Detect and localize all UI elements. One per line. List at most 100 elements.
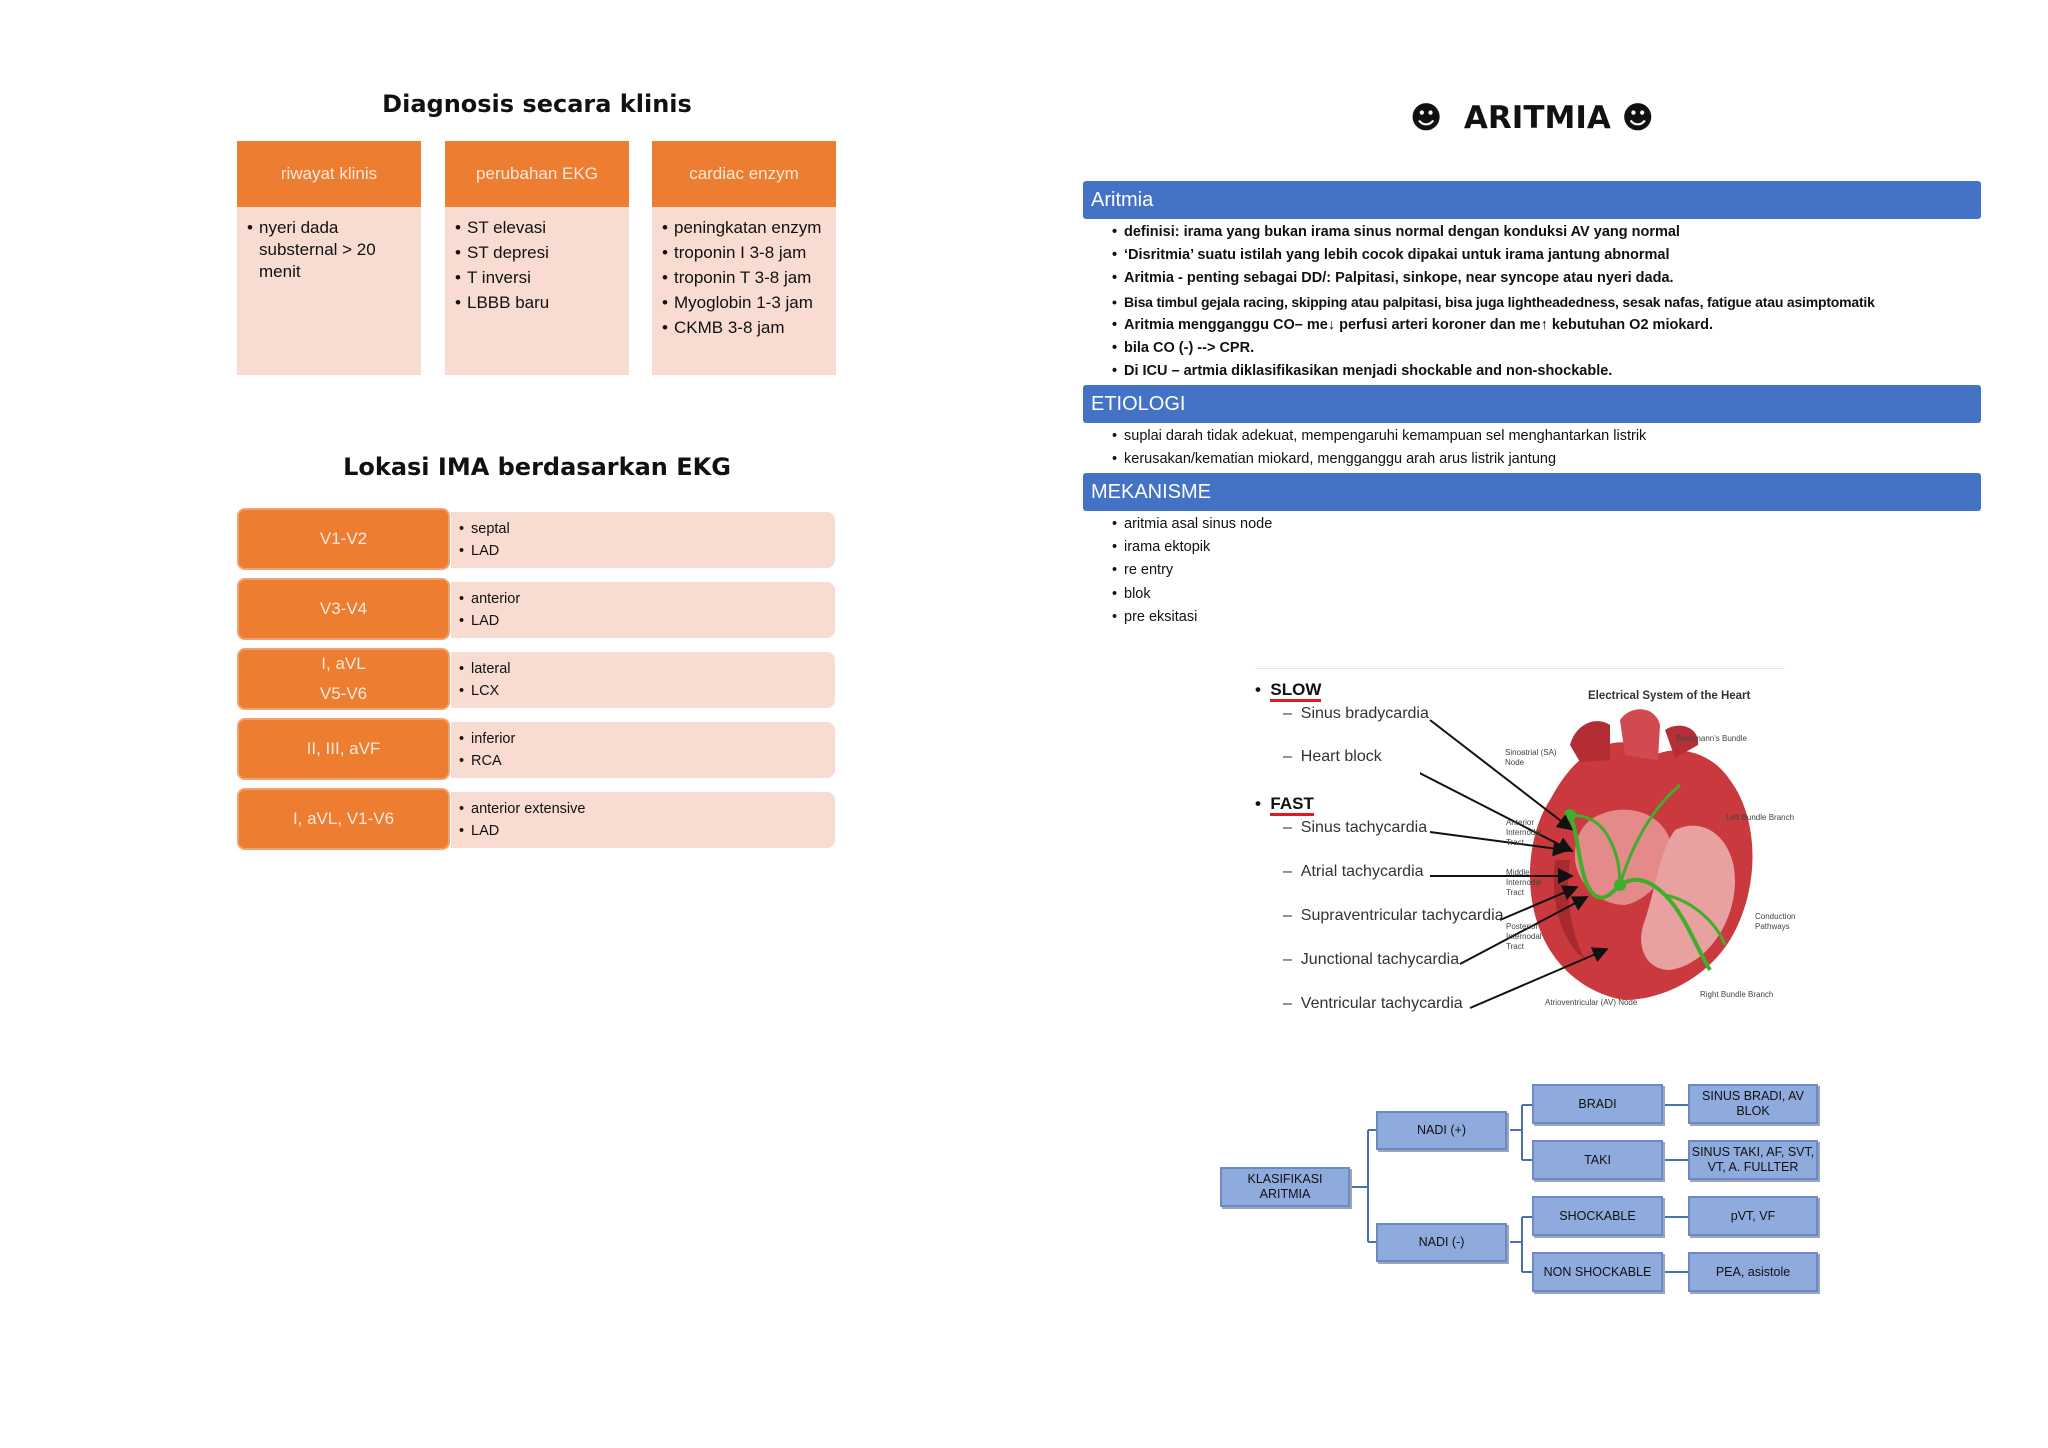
list-item: Aritmia - penting sebagai DD/: Palpitasi… — [1112, 267, 1875, 290]
lokasi-detail: anterior LAD — [451, 582, 835, 638]
fast-item-text: Atrial tachycardia — [1300, 863, 1424, 880]
mekanisme-list: aritmia asal sinus node irama ektopik re… — [1112, 513, 1272, 629]
fast-item: – Ventricular tachycardia — [1283, 995, 1463, 1012]
list-item: pre eksitasi — [1112, 606, 1272, 629]
lokasi-lead-label: V3-V4 — [319, 599, 368, 618]
lokasi-lead-label: V1-V2 — [319, 529, 368, 548]
section-bar-aritmia: Aritmia — [1083, 181, 1981, 219]
aritmia-list: definisi: irama yang bukan irama sinus n… — [1112, 221, 1875, 383]
label-anterior-tract: Anterior Internodal Tract — [1506, 818, 1542, 847]
slow-item: – Sinus bradycardia — [1283, 705, 1429, 722]
list-item: aritmia asal sinus node — [1112, 513, 1272, 536]
lokasi-item: anterior — [459, 588, 827, 610]
lokasi-item: LAD — [459, 540, 827, 562]
bradi-box: BRADI — [1532, 1084, 1663, 1124]
diagnosis-item: Myoglobin 1-3 jam — [662, 292, 826, 314]
diagnosis-column-riwayat: riwayat klinis nyeri dada substernal > 2… — [237, 141, 421, 375]
diagnosis-column-header: perubahan EKG — [445, 141, 629, 207]
fast-text: FAST — [1270, 794, 1314, 816]
label-sa-node: Sinoatrial (SA) Node — [1505, 748, 1557, 767]
lokasi-row: I, aVL, V1-V6 anterior extensive LAD — [237, 788, 835, 850]
diagnosis-column-ekg: perubahan EKG ST elevasi ST depresi T in… — [445, 141, 629, 375]
slow-text: SLOW — [1270, 680, 1322, 702]
lokasi-row: I, aVL V5-V6 lateral LCX — [237, 648, 835, 710]
diagnosis-column-body: peningkatan enzym troponin I 3-8 jam tro… — [652, 207, 836, 375]
heart-figure-title: Electrical System of the Heart — [1588, 690, 1751, 702]
diagnosis-item: troponin I 3-8 jam — [662, 242, 826, 264]
label-middle-tract: Middle Internodal Tract — [1506, 868, 1542, 897]
fast-item: – Sinus tachycardia — [1283, 819, 1428, 836]
diagnosis-item: LBBB baru — [455, 292, 619, 314]
lokasi-row: V3-V4 anterior LAD — [237, 578, 835, 640]
label-bachmann: Bachmann's Bundle — [1676, 734, 1747, 743]
lokasi-item: LAD — [459, 610, 827, 632]
slow-item-text: Sinus bradycardia — [1300, 705, 1429, 722]
diagnosis-item: nyeri dada substernal > 20 menit — [247, 217, 411, 283]
etiologi-list: suplai darah tidak adekuat, mempengaruhi… — [1112, 425, 1646, 471]
lokasi-detail: lateral LCX — [451, 652, 835, 708]
lokasi-item: inferior — [459, 728, 827, 750]
list-item: irama ektopik — [1112, 536, 1272, 559]
list-item: kerusakan/kematian miokard, mengganggu a… — [1112, 448, 1646, 471]
diagnosis-item: CKMB 3-8 jam — [662, 317, 826, 339]
label-av-node: Atrioventricular (AV) Node — [1545, 998, 1638, 1007]
aritmia-title: ☻ ARITMIA ☻ — [1410, 100, 1654, 136]
non-shockable-result: PEA, asistole — [1688, 1252, 1818, 1292]
diagnosis-item: T inversi — [455, 267, 619, 289]
section-bar-etiologi: ETIOLOGI — [1083, 385, 1981, 423]
slow-item-text: Heart block — [1300, 748, 1382, 765]
diagnosis-item: ST depresi — [455, 242, 619, 264]
diagnosis-column-enzym: cardiac enzym peningkatan enzym troponin… — [652, 141, 836, 375]
list-item: Bisa timbul gejala racing, skipping atau… — [1112, 291, 1875, 314]
label-conduction: Conduction Pathways — [1755, 912, 1796, 931]
diagnosis-item: ST elevasi — [455, 217, 619, 239]
heart-figure-divider — [1255, 668, 1785, 669]
taki-box: TAKI — [1532, 1140, 1663, 1180]
lokasi-leads: V1-V2 — [237, 508, 450, 570]
list-item: bila CO (-) --> CPR. — [1112, 337, 1875, 360]
lokasi-leads: V3-V4 — [237, 578, 450, 640]
nadi-positive: NADI (+) — [1376, 1111, 1507, 1150]
label-posterior-tract: Posterior Internodal Tract — [1506, 922, 1542, 951]
diagnosis-item: troponin T 3-8 jam — [662, 267, 826, 289]
heart-illustration — [1529, 709, 1753, 1000]
conduction-pathway — [1664, 893, 1727, 946]
fast-label: • FAST — [1255, 794, 1314, 816]
label-left-bundle: Left Bundle Branch — [1726, 813, 1795, 822]
section-bar-mekanisme: MEKANISME — [1083, 473, 1981, 511]
list-item: ‘Disritmia’ suatu istilah yang lebih coc… — [1112, 244, 1875, 267]
lokasi-item: septal — [459, 518, 827, 540]
lokasi-lead-label: I, aVL — [321, 654, 366, 673]
list-item: Di ICU – artmia diklasifikasikan menjadi… — [1112, 360, 1875, 383]
list-item: blok — [1112, 583, 1272, 606]
diagnosis-title: Diagnosis secara klinis — [382, 90, 692, 118]
diagnosis-column-header: riwayat klinis — [237, 141, 421, 207]
heart-arrows — [1420, 719, 1609, 1009]
lokasi-item: RCA — [459, 750, 827, 772]
list-item: Aritmia mengganggu CO– me↓ perfusi arter… — [1112, 314, 1875, 337]
conduction-pathway — [1618, 783, 1681, 886]
shockable-box: SHOCKABLE — [1532, 1196, 1663, 1236]
lokasi-item: lateral — [459, 658, 827, 680]
nadi-negative: NADI (-) — [1376, 1223, 1507, 1262]
diagnosis-item: peningkatan enzym — [662, 217, 826, 239]
shockable-result: pVT, VF — [1688, 1196, 1818, 1236]
lokasi-detail: inferior RCA — [451, 722, 835, 778]
fast-item-text: Supraventricular tachycardia — [1300, 907, 1504, 924]
lokasi-lead-label: II, III, aVF — [306, 739, 381, 758]
list-item: suplai darah tidak adekuat, mempengaruhi… — [1112, 425, 1646, 448]
lokasi-lead-label: V5-V6 — [319, 684, 368, 703]
diagnosis-column-header: cardiac enzym — [652, 141, 836, 207]
slow-label: • SLOW — [1255, 680, 1322, 702]
fast-item: – Supraventricular tachycardia — [1283, 907, 1504, 924]
lokasi-detail: anterior extensive LAD — [451, 792, 835, 848]
diagnosis-column-body: ST elevasi ST depresi T inversi LBBB bar… — [445, 207, 629, 375]
lokasi-leads: I, aVL V5-V6 — [237, 648, 450, 710]
conduction-pathway — [1569, 813, 1622, 886]
fast-item-text: Junctional tachycardia — [1300, 951, 1460, 968]
lokasi-title: Lokasi IMA berdasarkan EKG — [343, 453, 731, 481]
bradi-result: SINUS BRADI, AV BLOK — [1688, 1084, 1818, 1124]
lokasi-leads: II, III, aVF — [237, 718, 450, 780]
non-shockable-box: NON SHOCKABLE — [1532, 1252, 1663, 1292]
slow-item: – Heart block — [1283, 748, 1382, 765]
